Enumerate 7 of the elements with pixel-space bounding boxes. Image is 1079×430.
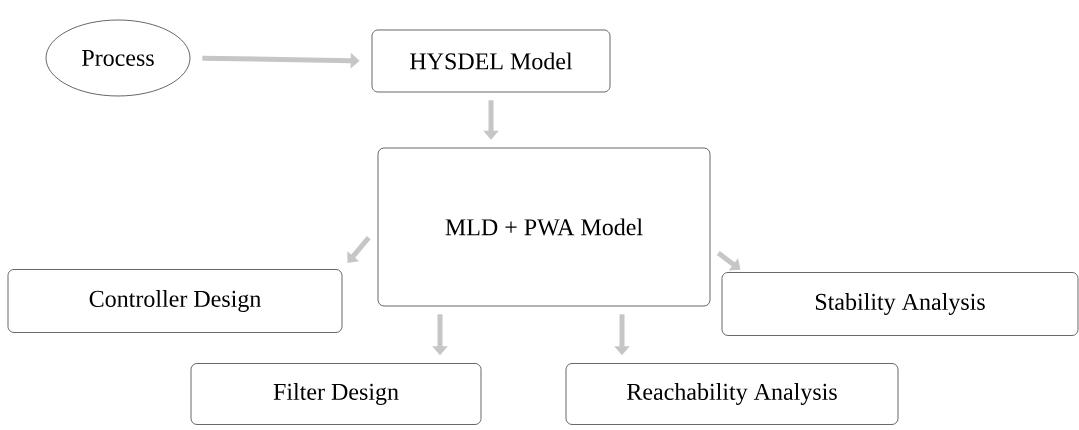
block-arrow	[716, 251, 741, 271]
rounded-box: Controller Design	[7, 269, 343, 333]
rounded-box: HYSDEL Model	[371, 29, 611, 93]
rounded-box: Filter Design	[190, 363, 482, 425]
rounded-box: MLD + PWA Model	[377, 147, 711, 307]
rounded-box: Reachability Analysis	[565, 363, 899, 425]
rounded-box: Stability Analysis	[721, 272, 1079, 336]
